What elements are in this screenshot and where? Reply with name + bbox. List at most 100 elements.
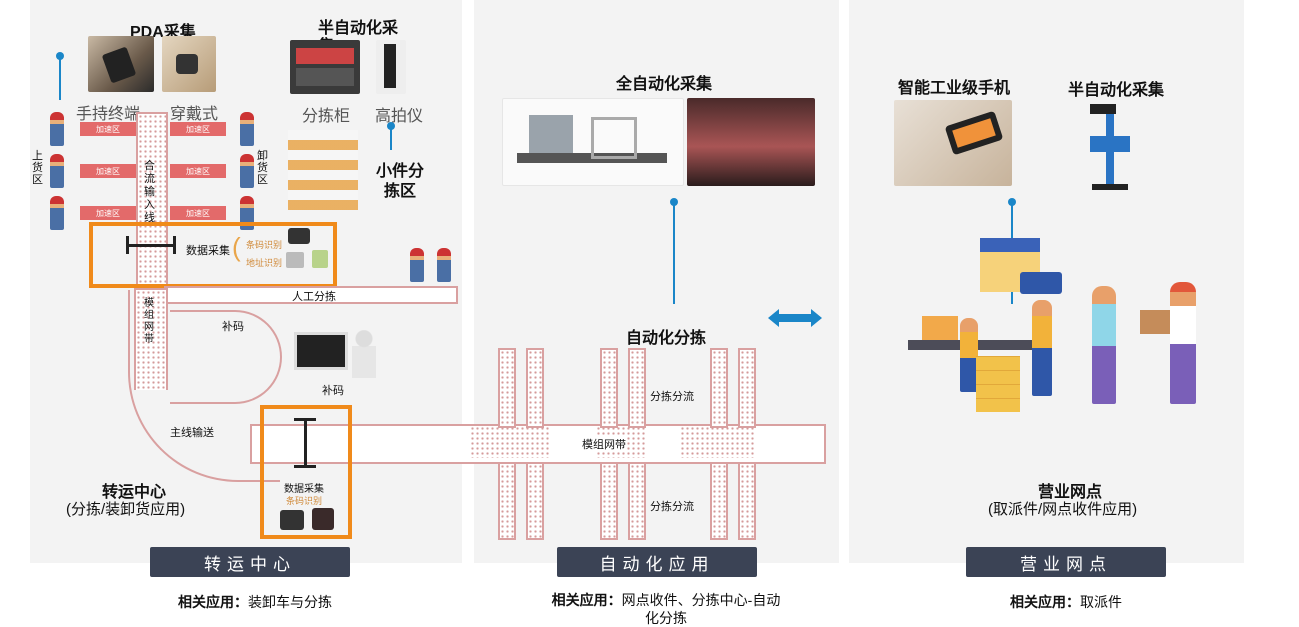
package-icon	[312, 250, 328, 268]
patch-code-label-2: 补码	[322, 385, 344, 397]
main-line-label: 主线输送	[170, 427, 214, 439]
related-value: 取派件	[1080, 594, 1122, 610]
full-auto-capture-title: 全自动化采集	[616, 76, 713, 93]
sort-chute	[526, 462, 544, 540]
sort-zone-pattern	[680, 426, 756, 458]
phone-pointer-dot	[1008, 198, 1016, 206]
sort-chute	[600, 462, 618, 540]
small-parts-shelves-image	[288, 130, 358, 210]
camera-pointer-line	[390, 128, 392, 150]
unloading-zone-label: 卸货区	[257, 150, 268, 186]
worker-icon	[50, 196, 64, 230]
address-scanner-icon	[286, 252, 304, 268]
pda-pointer-dot	[56, 52, 64, 60]
related-value: 装卸车与分拣	[248, 594, 332, 610]
barcode-scanner-icon	[288, 228, 310, 244]
transfer-center-related: 相关应用：装卸车与分拣	[150, 593, 360, 611]
wearable-device-image	[162, 36, 216, 92]
automation-banner: 自动化应用	[557, 547, 757, 577]
worker-icon	[240, 112, 254, 146]
sort-chute	[738, 348, 756, 428]
sort-chute	[498, 348, 516, 428]
merge-input-line	[136, 112, 168, 296]
patch-loop	[170, 310, 282, 404]
barcode-scanner-icon-2	[280, 510, 304, 530]
sort-zone-pattern	[470, 426, 550, 458]
merge-input-line-label: 合流输入线	[144, 160, 155, 224]
data-capture-highlight-2	[260, 405, 352, 539]
outlet-related: 相关应用：取派件	[966, 593, 1166, 611]
scanner-bar-end-left	[126, 236, 129, 254]
module-belt-label-2: 模组网带	[582, 436, 626, 452]
outlet-title: 营业网点	[1038, 484, 1103, 501]
accel-zone-3: 加速区	[80, 206, 136, 220]
scanner-bar-end-right	[173, 236, 176, 254]
scanner-bar-vertical-icon	[304, 420, 307, 466]
double-arrow-icon	[768, 309, 822, 327]
accel-zone-2: 加速区	[80, 164, 136, 178]
worker-icon	[240, 196, 254, 230]
pda-pointer-line	[59, 58, 61, 100]
outlet-banner: 营业网点	[966, 547, 1166, 577]
accel-zone-5: 加速区	[170, 164, 226, 178]
wearable-label: 穿戴式	[170, 106, 219, 123]
address-recognition-label: 地址识别	[246, 258, 283, 268]
tunnel-scanner-image	[502, 98, 684, 186]
handheld-terminal-image	[88, 36, 154, 92]
document-camera-label: 高拍仪	[375, 108, 424, 125]
sort-chute	[600, 348, 618, 428]
module-belt-label: 模组网带	[144, 298, 154, 345]
barcode-recognition-label-2: 条码识别	[286, 496, 323, 506]
auto-capture-pointer-dot	[670, 198, 678, 206]
worker-icon	[410, 248, 424, 282]
sorting-cabinet-image	[290, 40, 360, 94]
semi-auto-capture-title-right: 半自动化采集	[1068, 82, 1165, 99]
small-parts-sort-label: 小件分拣区	[375, 163, 424, 200]
automation-related: 相关应用：网点收件、分拣中心-自动化分拣	[548, 591, 784, 627]
handheld-terminal-label: 手持终端	[76, 106, 141, 123]
accel-zone-6: 加速区	[170, 206, 226, 220]
barcode-scanner-icon-3	[312, 508, 334, 530]
smart-phone-title: 智能工业级手机	[898, 80, 1011, 97]
transfer-center-subtitle: (分拣/装卸货应用)	[66, 501, 186, 518]
worker-icon	[50, 154, 64, 188]
auto-capture-pointer-line	[673, 204, 675, 304]
sort-chute	[710, 462, 728, 540]
data-capture-label-2: 数据采集	[284, 484, 324, 495]
sort-chute	[526, 348, 544, 428]
sort-chute	[628, 462, 646, 540]
parcels-illustration	[922, 316, 958, 340]
industrial-phone-image	[894, 100, 1012, 186]
sort-chute	[628, 348, 646, 428]
delivery-truck-icon	[1020, 272, 1062, 294]
accel-zone-4: 加速区	[170, 122, 226, 136]
scanner-bar-top	[294, 418, 316, 421]
sort-divert-label-2: 分拣分流	[650, 501, 694, 513]
sorting-cabinet-label: 分拣柜	[302, 108, 351, 125]
parcel-stack-illustration	[976, 356, 1020, 412]
scanner-stand-image	[1086, 104, 1134, 194]
outlet-subtitle: (取派件/网点收件应用)	[988, 501, 1138, 518]
sort-chute	[738, 462, 756, 540]
auto-sort-title: 自动化分拣	[626, 330, 707, 347]
sort-chute	[710, 348, 728, 428]
related-label: 相关应用：	[551, 592, 622, 608]
courier-customer-illustration	[1092, 286, 1116, 404]
barcode-recognition-label: 条码识别	[246, 240, 283, 250]
loading-zone-label: 上货区	[32, 150, 43, 186]
transfer-center-title: 转运中心	[102, 484, 167, 501]
patch-code-label: 补码	[222, 321, 244, 333]
worker-illustration	[1032, 300, 1052, 396]
scanner-bar-icon	[126, 244, 176, 247]
monitor-icon	[294, 332, 348, 370]
scanner-bar-bottom	[294, 465, 316, 468]
sort-chute	[498, 462, 516, 540]
handed-parcel-illustration	[1140, 310, 1170, 334]
module-belt-vertical	[134, 288, 168, 390]
courier-illustration	[1170, 282, 1196, 404]
related-label: 相关应用：	[178, 594, 248, 610]
worker-icon	[437, 248, 451, 282]
worker-illustration	[960, 318, 978, 392]
accel-zone-1: 加速区	[80, 122, 136, 136]
related-value: 网点收件、分拣中心-自动化分拣	[621, 592, 781, 626]
